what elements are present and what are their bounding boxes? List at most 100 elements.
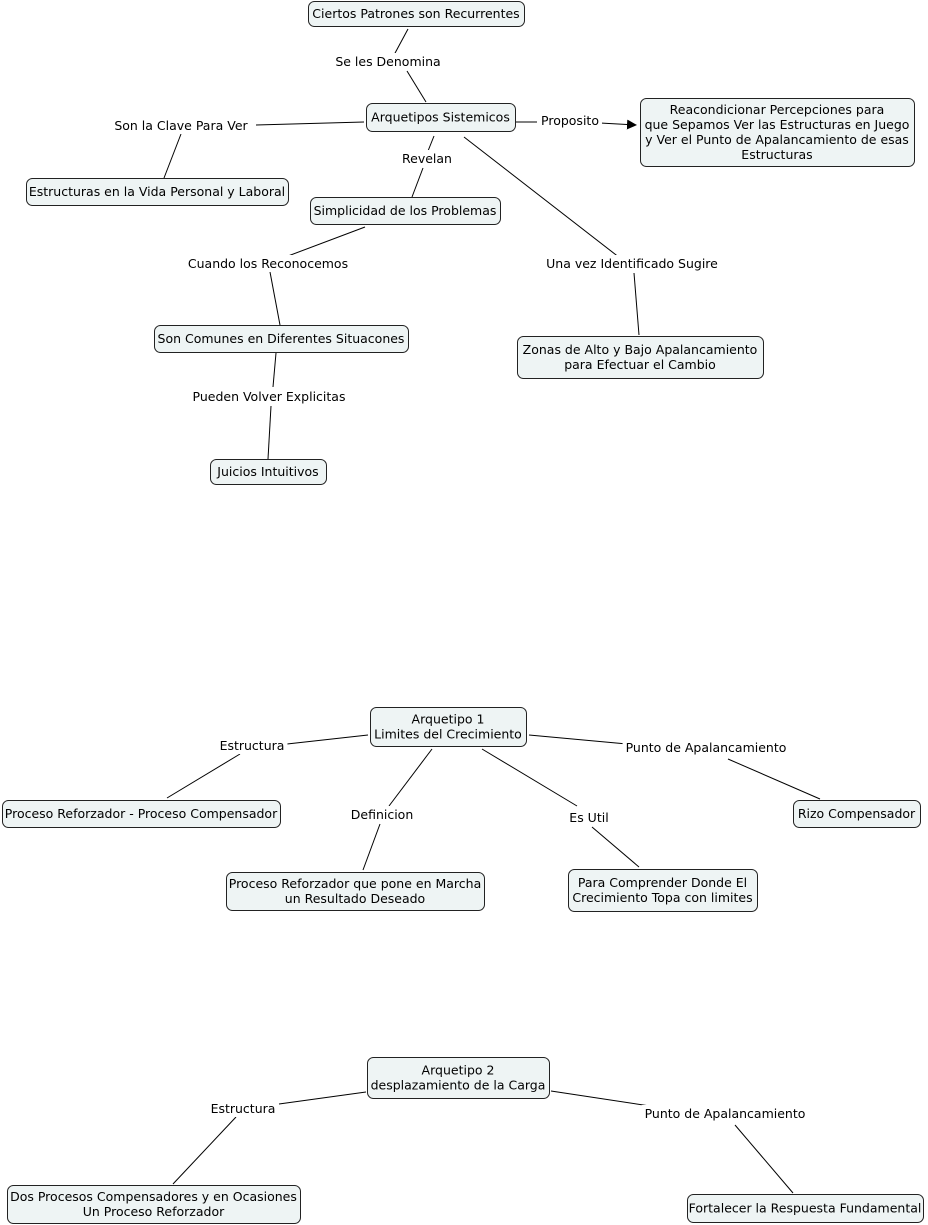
connector-line — [734, 1124, 794, 1194]
link-punto-apalancamiento-2-text: Punto de Apalancamiento — [645, 1106, 806, 1121]
node-rizo-compensador[interactable]: Rizo Compensador — [793, 800, 921, 828]
connection-lines — [163, 28, 821, 1194]
link-proposito: Proposito — [538, 112, 602, 129]
node-reacondicionar-text: que Sepamos Ver las Estructuras en Juego — [645, 117, 910, 132]
node-para-comprender-text: Para Comprender Donde El — [578, 875, 747, 890]
node-ciertos-patrones-box — [308, 1, 525, 27]
node-reacondicionar-text: Reacondicionar Percepciones para — [670, 102, 885, 117]
node-fortalecer-text: Fortalecer la Respuesta Fundamental — [689, 1201, 922, 1216]
link-label-background — [347, 806, 417, 823]
link-revelan-text: Revelan — [402, 151, 452, 166]
connector-line — [633, 272, 640, 336]
node-arquetipos-sistemicos[interactable]: Arquetipos Sistemicos — [366, 103, 516, 132]
link-punto-apalancamiento-2: Punto de Apalancamiento — [641, 1105, 809, 1122]
link-label-background — [189, 388, 349, 405]
node-juicios-intuitivos[interactable]: Juicios Intuitivos — [210, 459, 327, 485]
connector-line — [255, 121, 365, 126]
node-proceso-reforzador-compensador[interactable]: Proceso Reforzador - Proceso Compensador — [2, 800, 281, 828]
node-simplicidad-text: Simplicidad de los Problemas — [314, 203, 497, 218]
node-estructuras-vida[interactable]: Estructuras en la Vida Personal y Labora… — [26, 178, 289, 206]
link-una-vez-identificado: Una vez Identificado Sugire — [543, 255, 722, 272]
node-estructuras-vida-box — [26, 178, 289, 206]
node-para-comprender-box — [568, 869, 758, 912]
connector-line — [269, 271, 281, 326]
node-reacondicionar-box — [640, 98, 915, 167]
node-juicios-intuitivos-text: Juicios Intuitivos — [216, 464, 318, 479]
link-pueden-volver-text: Pueden Volver Explicitas — [193, 389, 346, 404]
connector-line — [591, 826, 640, 868]
node-simplicidad[interactable]: Simplicidad de los Problemas — [310, 197, 501, 225]
link-label-background — [332, 53, 444, 70]
connector-line — [727, 758, 821, 800]
connector-line — [411, 167, 424, 198]
node-rizo-compensador-box — [793, 800, 921, 828]
node-simplicidad-box — [310, 197, 501, 225]
node-proceso-reforzador-marcha[interactable]: Proceso Reforzador que pone en Marchaun … — [226, 872, 485, 911]
connector-line — [267, 405, 272, 460]
node-arquetipo-1-text: Arquetipo 1 — [412, 712, 485, 727]
node-para-comprender-text: Crecimiento Topa con limites — [572, 890, 752, 905]
link-es-util-text: Es Util — [569, 810, 608, 825]
node-arquetipo-1-text: Limites del Crecimiento — [374, 727, 522, 742]
node-zonas-apalancamiento[interactable]: Zonas de Alto y Bajo Apalancamientopara … — [517, 336, 764, 379]
node-arquetipo-2-text: desplazamiento de la Carga — [371, 1078, 546, 1093]
link-definicion: Definicion — [347, 806, 417, 823]
link-es-util: Es Util — [566, 809, 612, 826]
link-estructura-1-text: Estructura — [220, 738, 285, 753]
link-pueden-volver: Pueden Volver Explicitas — [189, 388, 349, 405]
node-dos-procesos[interactable]: Dos Procesos Compensadores y en Ocasione… — [7, 1185, 301, 1224]
node-proceso-reforzador-marcha-text: un Resultado Deseado — [285, 891, 425, 906]
arrow-connector — [599, 119, 637, 130]
link-proposito-text: Proposito — [541, 113, 599, 128]
node-ciertos-patrones-text: Ciertos Patrones son Recurrentes — [312, 6, 519, 21]
link-se-les-denomina: Se les Denomina — [332, 53, 444, 70]
node-dos-procesos-text: Dos Procesos Compensadores y en Ocasione… — [10, 1189, 297, 1204]
connector-line — [286, 734, 369, 745]
link-label-background — [641, 1105, 809, 1122]
node-proceso-reforzador-compensador-box — [2, 800, 281, 828]
link-label-background — [622, 739, 790, 756]
link-cuando-reconocemos: Cuando los Reconocemos — [184, 255, 352, 272]
node-arquetipos-sistemicos-text: Arquetipos Sistemicos — [371, 110, 510, 125]
link-punto-apalancamiento-1: Punto de Apalancamiento — [622, 739, 790, 756]
connector-line — [393, 28, 409, 56]
connector-line — [272, 352, 277, 388]
link-revelan: Revelan — [399, 150, 455, 167]
node-proceso-reforzador-marcha-text: Proceso Reforzador que pone en Marcha — [229, 876, 481, 891]
node-ciertos-patrones[interactable]: Ciertos Patrones son Recurrentes — [308, 1, 525, 27]
node-fortalecer[interactable]: Fortalecer la Respuesta Fundamental — [687, 1194, 924, 1223]
node-zonas-apalancamiento-box — [517, 336, 764, 379]
connector-line — [278, 1091, 367, 1105]
node-proceso-reforzador-compensador-text: Proceso Reforzador - Proceso Compensador — [5, 806, 278, 821]
link-una-vez-identificado-text: Una vez Identificado Sugire — [546, 256, 718, 271]
link-label-background — [566, 809, 612, 826]
connector-line — [163, 133, 182, 179]
link-se-les-denomina-text: Se les Denomina — [335, 54, 440, 69]
link-label-background — [538, 112, 602, 129]
link-label-background — [207, 1100, 279, 1117]
link-label-background — [543, 255, 722, 272]
node-dos-procesos-box — [7, 1185, 301, 1224]
node-arquetipo-1-box — [370, 707, 527, 747]
link-label-background — [184, 255, 352, 272]
connector-line — [172, 1116, 237, 1185]
link-label-background — [216, 737, 288, 754]
node-arquetipos-sistemicos-box — [366, 103, 516, 132]
node-reacondicionar-text: y Ver el Punto de Apalancamiento de esas — [645, 132, 909, 147]
link-son-la-clave-text: Son la Clave Para Ver — [114, 118, 248, 133]
node-rizo-compensador-text: Rizo Compensador — [798, 806, 916, 821]
link-estructura-2-text: Estructura — [211, 1101, 276, 1116]
node-estructuras-vida-text: Estructuras en la Vida Personal y Labora… — [29, 184, 285, 199]
link-label-background — [399, 150, 455, 167]
node-arquetipo-2-box — [367, 1057, 550, 1099]
node-son-comunes[interactable]: Son Comunes en Diferentes Situacones — [154, 325, 409, 353]
connector-line — [463, 136, 621, 259]
node-zonas-apalancamiento-text: para Efectuar el Cambio — [564, 357, 716, 372]
